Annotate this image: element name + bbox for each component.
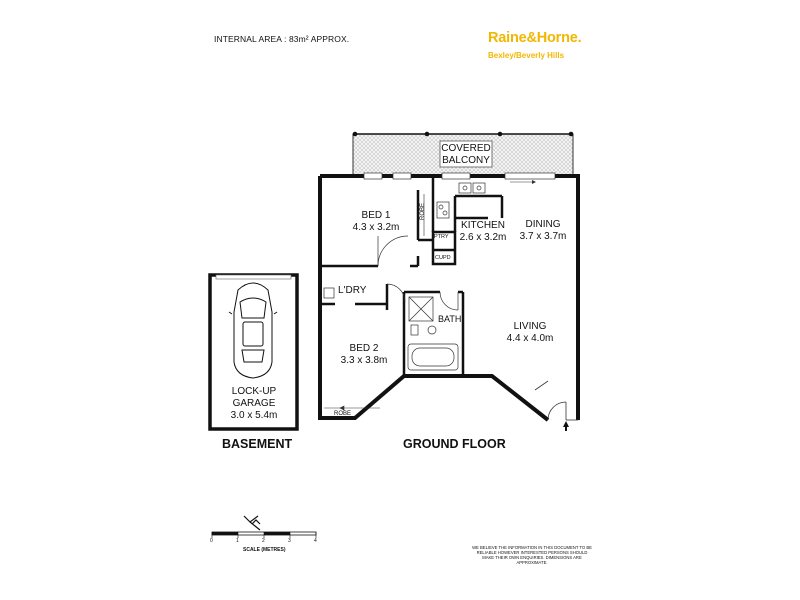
bed1-name: BED 1 [361,210,391,221]
bath-door [439,291,459,311]
garage-line1: LOCK-UP [231,386,277,397]
scale-tick-4: 4 [314,538,317,544]
basement-title: BASEMENT [222,437,293,451]
brand-logo: Raine&Horne. [488,30,582,46]
robe2-label: ROBE [334,411,352,417]
dining-name: DINING [525,219,561,230]
bed2-name: BED 2 [349,343,379,354]
bed2-size: 3.3 x 3.8m [340,355,388,366]
kitchen-name: KITCHEN [461,220,505,231]
living-size: 4.4 x 4.0m [506,333,554,344]
bed1-door [377,235,409,267]
kitchen-label: KITCHEN 2.6 x 3.2m [455,220,511,244]
living-name: LIVING [513,321,547,332]
garage-size: 3.0 x 5.4m [230,410,278,421]
scale-label: SCALE (METRES) [243,547,286,553]
kitchen-size: 2.6 x 3.2m [459,232,507,243]
laundry-door [386,283,406,303]
garage-label: LOCK-UP GARAGE 3.0 x 5.4m [222,386,286,422]
balcony-label-line2: BALCONY [442,155,490,166]
robe2-marker [324,405,380,411]
robe1-label: ROBE [420,202,426,220]
car-icon [228,282,278,379]
compass-icon [243,515,261,531]
kitchen-fixtures [436,182,486,219]
scale-bar [211,531,317,538]
bath-fixtures [407,296,459,371]
bath-label: BATH [438,314,462,324]
balcony-area [352,131,574,177]
bed2-label: BED 2 3.3 x 3.8m [334,343,394,367]
scale-tick-0: 0 [210,538,213,544]
balcony-label: COVERED BALCONY [440,143,492,167]
entry-door [534,380,578,431]
interior-walls [320,176,504,376]
top-wall-openings [363,172,556,184]
brand-office: Bexley/Beverly Hills [488,51,565,60]
bed1-size: 4.3 x 3.2m [352,222,400,233]
garage-area [208,273,299,431]
dining-size: 3.7 x 3.7m [519,231,567,242]
garage-line2: GARAGE [232,398,276,409]
scale-tick-1: 1 [236,538,239,544]
ground-floor-title: GROUND FLOOR [403,437,506,451]
scale-tick-3: 3 [288,538,291,544]
balcony-label-line1: COVERED [441,143,491,154]
cupboard-label: CUPD [435,255,451,261]
dining-label: DINING 3.7 x 3.7m [515,219,571,243]
pantry-label: PTRY [434,234,449,240]
bed1-label: BED 1 4.3 x 3.2m [346,210,406,234]
disclaimer-text: WE BELIEVE THE INFORMATION IN THIS DOCUM… [472,545,592,565]
living-label: LIVING 4.4 x 4.0m [500,321,560,345]
laundry-label: L'DRY [338,285,367,296]
scale-tick-2: 2 [262,538,265,544]
laundry-tub [323,287,335,299]
internal-area-label: INTERNAL AREA : 83m² APPROX. [214,34,350,44]
